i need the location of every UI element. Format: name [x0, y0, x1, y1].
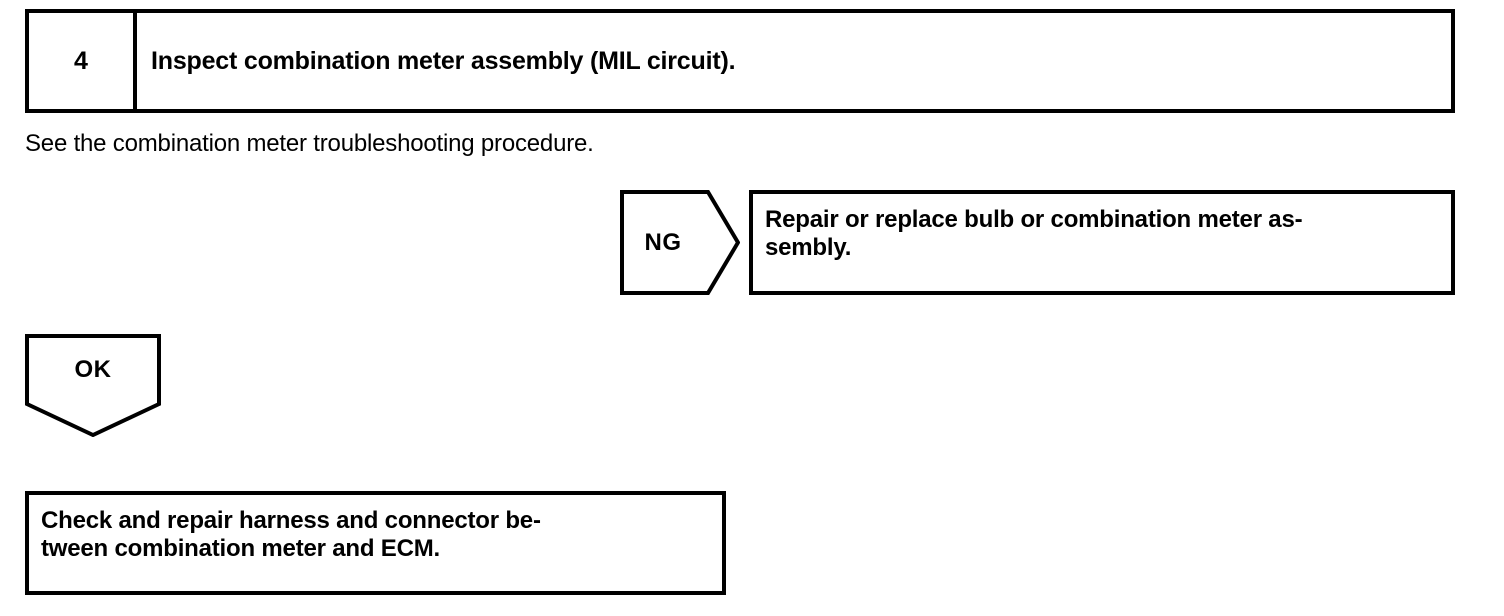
step-title: Inspect combination meter assembly (MIL … — [151, 46, 736, 75]
result-text-ng-line-2: sembly. — [765, 233, 852, 261]
result-box-ok: Check and repair harness and connector b… — [25, 491, 726, 595]
step-note: See the combination meter troubleshootin… — [25, 130, 594, 157]
result-text-ok-line-2: tween combination meter and ECM. — [41, 534, 440, 562]
judgement-label-ng: NG — [644, 228, 682, 256]
step-number-cell: 4 — [29, 13, 137, 109]
judgement-marker-ng: NG — [620, 190, 740, 295]
result-text-ng-line-1: Repair or replace bulb or combination me… — [765, 206, 1303, 233]
judgement-marker-ok: OK — [25, 334, 161, 437]
pentagon-right-icon — [620, 190, 740, 295]
judgement-label-ok: OK — [74, 356, 112, 383]
result-box-ng: Repair or replace bulb or combination me… — [749, 190, 1455, 295]
step-header-table: 4 Inspect combination meter assembly (MI… — [25, 9, 1455, 113]
pentagon-down-icon — [25, 334, 161, 437]
result-text-ok: Check and repair harness and connector b… — [41, 507, 712, 562]
step-title-cell: Inspect combination meter assembly (MIL … — [137, 13, 1451, 109]
step-number: 4 — [74, 46, 88, 75]
result-text-ok-line-1: Check and repair harness and connector b… — [41, 507, 541, 534]
result-text-ng: Repair or replace bulb or combination me… — [765, 206, 1441, 261]
